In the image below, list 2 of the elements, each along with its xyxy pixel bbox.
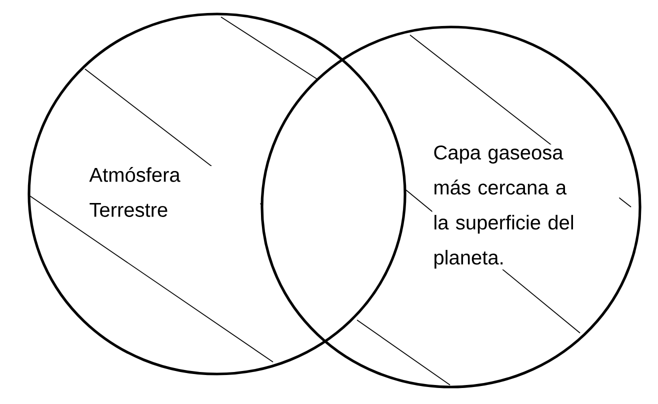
circle-text: Atmósfera Terrestre [88,166,260,218]
circle-text: Capa gaseosa más cercana a la superficie del planeta. [432,144,620,270]
